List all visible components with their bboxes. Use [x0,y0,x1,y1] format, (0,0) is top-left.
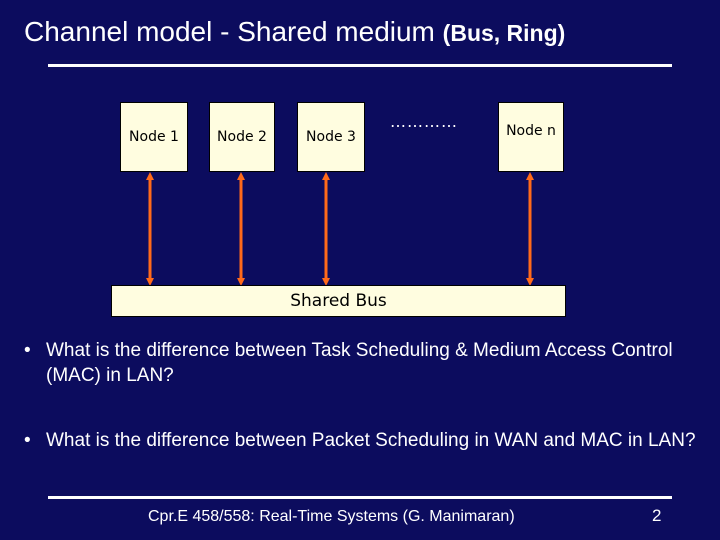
bullet-text: What is the difference between Task Sche… [46,340,673,386]
slide-title: Channel model - Shared medium (Bus, Ring… [24,16,565,48]
bottom-divider [48,496,672,499]
node-2-label: Node 2 [217,129,267,145]
node-3-label: Node 3 [306,129,356,145]
node-1-box: Node 1 [120,102,188,172]
bullet-item: • What is the difference between Task Sc… [24,338,704,388]
bullet-list: • What is the difference between Task Sc… [24,338,704,453]
node-ellipsis: ………… [390,112,458,131]
node-2-box: Node 2 [209,102,275,172]
top-divider [48,64,672,67]
bullet-item: • What is the difference between Packet … [24,428,704,453]
slide-title-main: Channel model - Shared medium [24,16,435,47]
bullet-dot-icon: • [24,430,31,451]
page-number: 2 [652,506,662,525]
bullet-dot-icon: • [24,340,31,361]
bullet-text: What is the difference between Packet Sc… [46,430,696,451]
footer-text: Cpr.E 458/558: Real-Time Systems (G. Man… [148,508,515,525]
shared-bus-label: Shared Bus [290,291,387,311]
node-n-label: Node n [506,123,556,139]
node-n-box: Node n [498,102,564,172]
node-3-box: Node 3 [297,102,365,172]
node-1-label: Node 1 [129,129,179,145]
shared-bus: Shared Bus [111,285,566,317]
slide-title-paren: (Bus, Ring) [442,20,566,46]
